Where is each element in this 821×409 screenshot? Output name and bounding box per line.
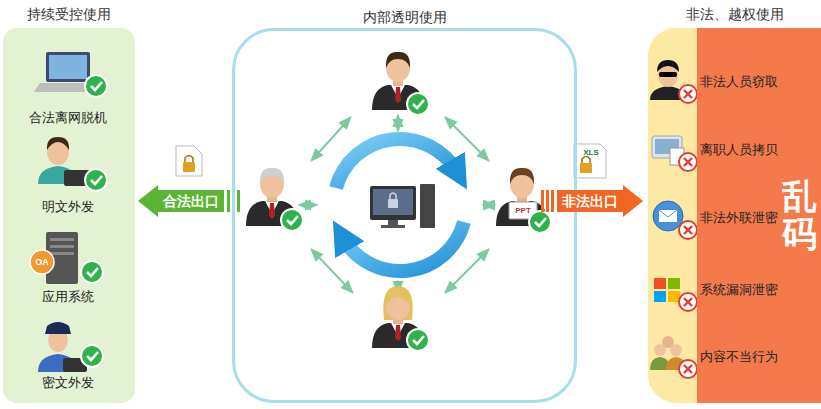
arrow-body bbox=[138, 185, 224, 217]
item-label: 离职人员拷贝 bbox=[700, 140, 782, 160]
item-label: 内容不当行为 bbox=[700, 347, 782, 367]
arrow-stripe bbox=[551, 190, 554, 212]
garbled-text: 乱码 bbox=[782, 177, 817, 254]
arrow-stripe bbox=[546, 190, 549, 212]
item-label: 密文外发 bbox=[42, 373, 98, 393]
item-label: 非法人员窃取 bbox=[700, 72, 782, 92]
node-text: 内容不当行为 bbox=[700, 347, 778, 367]
node-text: 明文外发 bbox=[42, 197, 94, 217]
item-label: 非法外联泄密 bbox=[700, 208, 782, 228]
arrow-stripe bbox=[227, 190, 230, 212]
item-label: 明文外发 bbox=[42, 197, 98, 217]
arrow-body bbox=[557, 185, 643, 217]
panel-heading: 非法、越权使用 bbox=[648, 4, 821, 24]
node-text: 离职人员拷贝 bbox=[700, 140, 778, 160]
panel-heading: 持续受控使用 bbox=[3, 4, 135, 24]
region-panel: 乱码非法人员窃取离职人员拷贝非法外联泄密系统漏洞泄密内容不当行为非法、越权使用 bbox=[648, 28, 821, 403]
arrow-stripe bbox=[541, 190, 544, 212]
node-text: 非法出口 bbox=[562, 185, 618, 217]
node-text: 密文外发 bbox=[42, 373, 94, 393]
node-text: 应用系统 bbox=[42, 287, 94, 307]
region-panel: 内部透明使用 bbox=[232, 28, 577, 403]
exit-arrow: 非法出口 bbox=[540, 185, 643, 217]
node-text: 非法人员窃取 bbox=[700, 72, 778, 92]
node-text: 合法出口 bbox=[163, 185, 219, 217]
item-label: 应用系统 bbox=[42, 287, 98, 307]
region-panel: 合法离网脱机明文外发应用系统密文外发持续受控使用 bbox=[3, 28, 135, 403]
node-text: 系统漏洞泄密 bbox=[700, 280, 778, 300]
item-label: 合法离网脱机 bbox=[29, 108, 111, 128]
icon-tag: PPT bbox=[515, 207, 531, 215]
arrow-stripe bbox=[237, 190, 240, 212]
node-text: 非法外联泄密 bbox=[700, 208, 778, 228]
exit-arrow: 合法出口 bbox=[138, 185, 241, 217]
node-text: 合法离网脱机 bbox=[29, 108, 107, 128]
icon-tag: XLS bbox=[583, 149, 599, 157]
panel-heading: 内部透明使用 bbox=[235, 7, 574, 27]
item-label: 系统漏洞泄密 bbox=[700, 280, 782, 300]
icon-tag: OA bbox=[35, 258, 49, 267]
